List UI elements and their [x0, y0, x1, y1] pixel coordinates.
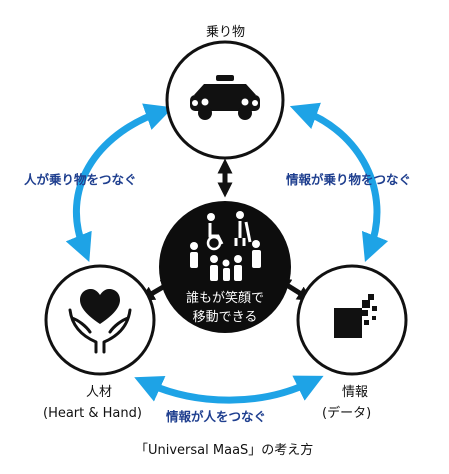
link-label-info-people: 情報が人をつなぐ: [166, 409, 267, 424]
heart-hands-icon: [68, 289, 132, 354]
link-label-info-vehicle: 情報が乗り物をつなぐ: [286, 172, 412, 187]
people-node: [44, 264, 156, 376]
arrow-people-vehicle: [65, 103, 174, 262]
people-icons: [190, 211, 261, 281]
link-label-people-vehicle: 人が乗り物をつなぐ: [24, 172, 137, 187]
people-label: 人材: [86, 385, 113, 400]
center-text-line2: 移動できる: [192, 310, 258, 325]
center-text-line1: 誰もが笑顔で: [185, 291, 264, 306]
vehicle-label: 乗り物: [206, 25, 246, 40]
info-sublabel: (データ): [322, 406, 372, 421]
arrow-info-people: [134, 375, 324, 404]
vehicle-node: [165, 40, 285, 160]
center-text: 誰もが笑顔で 移動できる: [179, 289, 271, 327]
diagram-caption: 「Universal MaaS」の考え方: [135, 443, 314, 458]
data-blocks-icon: [334, 294, 377, 338]
info-label: 情報: [342, 385, 369, 400]
info-node: [296, 264, 408, 376]
center-hub: [159, 201, 291, 333]
arrow-info-vehicle: [289, 102, 389, 263]
vehicle-icon: [190, 75, 260, 120]
people-sublabel: (Heart & Hand): [43, 406, 142, 421]
